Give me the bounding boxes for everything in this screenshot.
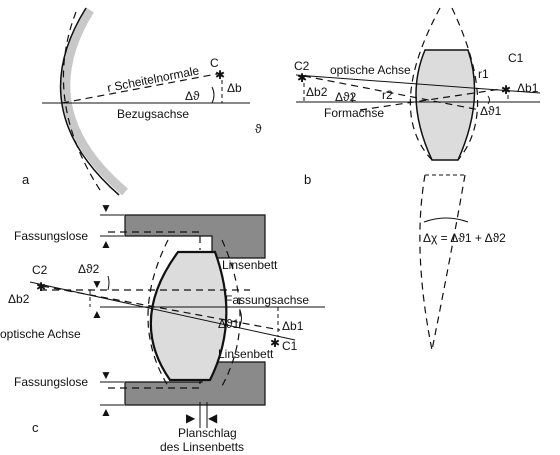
panel-c: ▼ ▲ ▼ ▲ ▼ ▲ ✱ ✱ ▶ ◀ Fassungslose: [0, 201, 325, 454]
label-face-runout-2: des Linsenbetts: [160, 440, 244, 454]
label-c2-c: C2: [32, 263, 48, 277]
clearance-dashed-top: [108, 231, 201, 250]
label-optical-axis-b: optische Achse: [330, 63, 411, 77]
vertex-normal-line: [61, 72, 223, 104]
arrow-down-icon-b2: ▼: [91, 277, 103, 291]
panel-a: ✱ C r Scheitelnormale Δϑ Δb Bezugsachse …: [22, 7, 262, 196]
arrow-up-icon-b2: ▲: [91, 307, 103, 321]
label-mount-clearance-top: Fassungslose: [14, 229, 88, 243]
label-c1-b: C1: [508, 51, 524, 65]
label-face-runout-1: Planschlag: [178, 426, 237, 440]
mirror-surface-grey: [61, 7, 128, 196]
c1-star-icon-c: ✱: [270, 336, 280, 350]
mirror-dashed-surface: [62, 11, 101, 191]
label-delta-b2-c: Δb2: [8, 292, 30, 306]
mirror-surface-edge: [59, 7, 120, 196]
label-c-a: C: [210, 56, 219, 70]
label-delta-b1-c: Δb1: [282, 319, 304, 333]
arrow-down-icon-top: ▼: [100, 201, 112, 215]
angle-arc-c2: [107, 275, 110, 291]
label-lens-seat-top: Linsenbett: [222, 258, 278, 272]
label-theta-a: ϑ: [255, 122, 262, 136]
angle-arc-a: [211, 86, 215, 104]
center-star-icon: ✱: [215, 68, 225, 82]
radius-r1-line: [359, 87, 509, 111]
label-delta-b-a: Δb: [227, 81, 242, 95]
label-mount-clearance-bottom: Fassungslose: [14, 375, 88, 389]
label-delta-theta1-c: Δϑ1: [218, 317, 240, 331]
label-c1-c: C1: [282, 339, 298, 353]
arrow-down-icon-bottom: ▼: [100, 368, 112, 382]
label-optical-axis-c: optische Achse: [0, 327, 81, 341]
label-delta-theta-a: Δϑ: [185, 89, 200, 103]
c1-star-icon: ✱: [501, 83, 511, 97]
lens-c-dashed-right: [221, 239, 241, 387]
label-delta-b2-b: Δb2: [306, 85, 328, 99]
radius-line-c-mid: [41, 285, 281, 331]
angle-arc-c1: [239, 309, 242, 327]
label-delta-b1-b: Δb1: [517, 81, 539, 95]
lens-c-dashed-left: [147, 239, 169, 387]
angle-arc-b2: [351, 93, 354, 103]
arrow-up-icon-top: ▲: [100, 237, 112, 251]
optical-axis-line-b: [295, 74, 541, 94]
label-mount-axis: Fassungsachse: [225, 293, 309, 307]
label-delta-theta1-b: Δϑ1: [480, 104, 502, 118]
optical-axis-line-c: [29, 281, 296, 341]
arrow-left-icon-runout: ◀: [208, 411, 218, 425]
label-delta-chi-formula: Δχ = Δϑ1 + Δϑ2: [423, 231, 506, 245]
lens-b-arc-left: [409, 7, 441, 161]
lens-b: [415, 49, 476, 161]
delta-chi-arc: [423, 217, 469, 223]
label-r2: r2: [382, 88, 393, 102]
mount-bottom-block: [124, 361, 266, 406]
panel-b: ✱ ✱ C2 optische Achse C1 Δb2 Δϑ2 r2 r1 Δ…: [294, 7, 541, 351]
panel-label-a: a: [22, 172, 30, 187]
radius-r2-line: [303, 75, 481, 111]
label-form-axis: Formachse: [324, 106, 384, 120]
label-reference-axis: Bezugsachse: [117, 107, 189, 121]
label-c2-b: C2: [294, 59, 310, 73]
cone-right: [431, 174, 466, 351]
label-r1: r1: [478, 67, 489, 81]
lens-c: [149, 250, 228, 382]
label-lens-seat-bottom: Linsenbett: [218, 347, 274, 361]
label-delta-theta2-c: Δϑ2: [78, 262, 100, 276]
panel-label-c: c: [32, 420, 39, 435]
arrow-up-icon-bottom: ▲: [100, 405, 112, 419]
label-delta-theta2-b: Δϑ2: [335, 90, 357, 104]
lens-b-arc-right: [451, 7, 479, 161]
panel-label-b: b: [304, 172, 311, 187]
angle-arc-b1: [487, 95, 490, 105]
cone-left: [419, 174, 433, 351]
c2-star-icon-c: ✱: [36, 280, 46, 294]
arrow-right-icon-runout: ▶: [186, 411, 196, 425]
c2-star-icon: ✱: [297, 71, 307, 85]
